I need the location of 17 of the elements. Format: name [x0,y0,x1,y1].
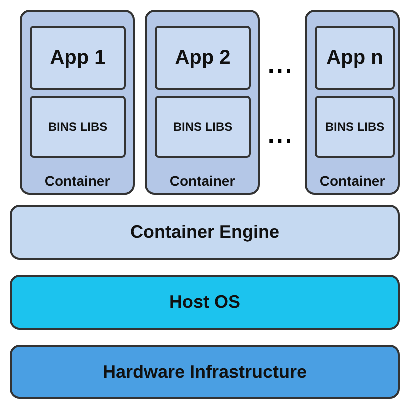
container-label: Container [170,173,236,189]
ellipsis: ... [268,52,294,80]
app-box: App n [315,26,395,90]
hardware-layer: Hardware Infrastructure [10,345,400,399]
library-box: BINS LIBS [30,96,126,158]
ellipsis: ... [268,122,294,150]
container-label: Container [44,173,110,189]
container-label: Container [320,173,386,189]
library-box: BINS LIBS [315,96,395,158]
library-box: BINS LIBS [155,96,251,158]
app-box: App 1 [30,26,126,90]
engine-layer: Container Engine [10,205,400,260]
os-layer: Host OS [10,275,400,330]
container-box [305,10,400,195]
container-box [20,10,135,195]
container-box [145,10,260,195]
app-box: App 2 [155,26,251,90]
